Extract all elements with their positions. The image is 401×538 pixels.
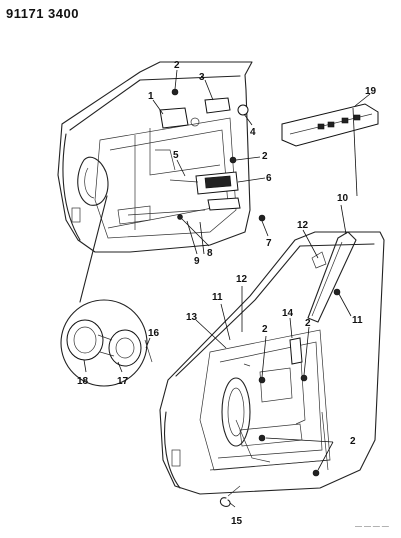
callout-3: 3 (199, 72, 205, 83)
callout-17: 17 (117, 376, 129, 387)
callout-16: 16 (148, 328, 160, 339)
callout-2-e: 2 (350, 436, 356, 447)
callout-5: 5 (173, 150, 179, 161)
callout-4: 4 (250, 127, 256, 138)
callout-8: 8 (207, 248, 213, 259)
speaker-detail (60, 195, 153, 387)
callout-2-a: 2 (174, 60, 180, 71)
callout-18: 18 (77, 376, 89, 387)
switch-panel (281, 103, 379, 147)
callout-2-d: 2 (305, 318, 311, 329)
footer-mark: — — — — (355, 523, 389, 530)
callout-10: 10 (337, 193, 349, 204)
callout-2-b: 2 (262, 151, 268, 162)
callout-11-b: 11 (352, 315, 363, 326)
callout-11-a: 11 (212, 292, 223, 303)
callout-12-b: 12 (236, 274, 248, 285)
callout-13: 13 (186, 312, 198, 323)
diagram-code: 91171 3400 (6, 6, 79, 21)
callout-14: 14 (282, 308, 294, 319)
lower-door (159, 231, 385, 507)
callout-19: 19 (365, 86, 377, 97)
callout-2-c: 2 (262, 324, 268, 335)
leader-lines (83, 69, 371, 508)
upper-door (57, 61, 266, 253)
callout-1: 1 (148, 91, 154, 102)
callout-7: 7 (266, 238, 272, 249)
callout-15: 15 (231, 516, 243, 527)
callout-6: 6 (266, 173, 272, 184)
callout-labels: 1 2 3 4 2 5 6 7 8 9 10 11 12 2 14 11 12 … (77, 60, 377, 527)
callout-9: 9 (194, 256, 200, 267)
callout-12-a: 12 (297, 220, 309, 231)
